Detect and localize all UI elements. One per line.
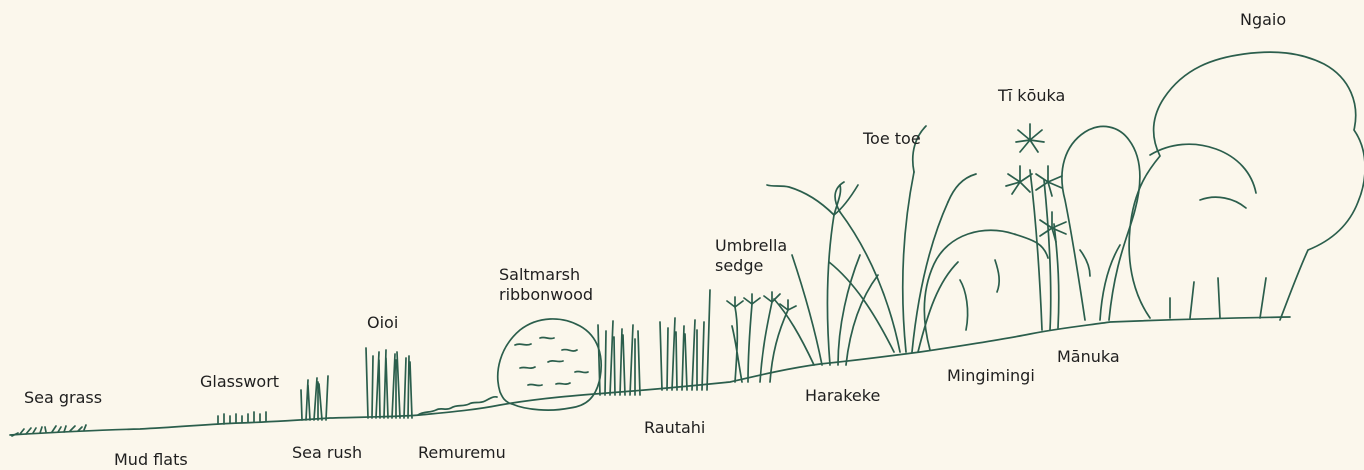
label-saltmarsh-ribbonwood: Saltmarsh ribbonwood [499, 265, 593, 305]
label-mud-flats: Mud flats [114, 450, 188, 470]
label-toe-toe: Toe toe [863, 129, 921, 149]
mingimingi-plant [924, 230, 1048, 350]
toe-toe-plant [829, 126, 976, 352]
label-mingimingi: Mingimingi [947, 366, 1035, 386]
label-manuka: Mānuka [1057, 347, 1120, 367]
remuremu-plant [418, 397, 497, 415]
label-glasswort: Glasswort [200, 372, 279, 392]
manuka-plant [1062, 126, 1140, 320]
umbrella-sedge-plant [727, 292, 796, 382]
label-ti-kouka: Tī kōuka [998, 86, 1065, 106]
label-rautahi: Rautahi [644, 418, 705, 438]
label-oioi: Oioi [367, 313, 398, 333]
saltmarsh-ribbonwood-plant [498, 319, 601, 410]
label-ngaio: Ngaio [1240, 10, 1286, 30]
label-sea-rush: Sea rush [292, 443, 362, 463]
ti-kouka-plant [1006, 124, 1066, 330]
oioi-plant [366, 348, 412, 418]
ngaio-plant [1129, 52, 1364, 320]
label-sea-grass: Sea grass [24, 388, 102, 408]
sea-rush-plant [301, 376, 328, 420]
label-umbrella-sedge: Umbrella sedge [715, 236, 787, 276]
label-remuremu: Remuremu [418, 443, 506, 463]
rautahi-plant [598, 290, 710, 395]
label-harakeke: Harakeke [805, 386, 880, 406]
